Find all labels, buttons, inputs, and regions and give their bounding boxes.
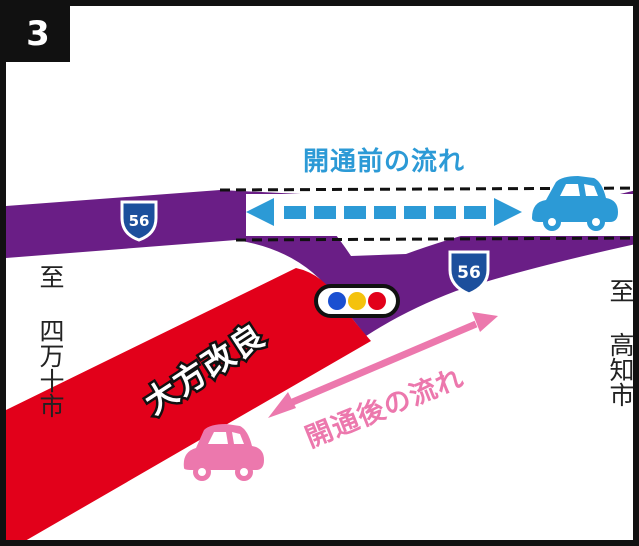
route-shield-number-left: 56 (129, 212, 150, 230)
destination-label-right: 至 高知市 (606, 278, 635, 407)
old-road-edge-bottom (235, 236, 633, 242)
route-shield-number-right: 56 (457, 263, 481, 283)
panel-number-badge: 3 (6, 6, 70, 62)
new-road-bypass (6, 268, 371, 540)
car-icon-after (183, 424, 264, 481)
traffic-signal-icon (314, 284, 400, 318)
flow-after-arrow (268, 312, 498, 418)
flow-before-label: 開通前の流れ (303, 146, 465, 177)
route-shield-icon-right (448, 250, 490, 296)
route-shield-icon-left (120, 200, 158, 242)
map-drawing: 56 56 大方改良 開通後の流れ 開通前の流れ (6, 146, 633, 540)
car-icon-before (532, 176, 618, 231)
flow-before-arrow (246, 198, 522, 226)
destination-label-left: 至 四万十市 (36, 264, 65, 418)
old-road-route56 (6, 190, 633, 336)
flow-after-label: 開通後の流れ (301, 362, 468, 454)
